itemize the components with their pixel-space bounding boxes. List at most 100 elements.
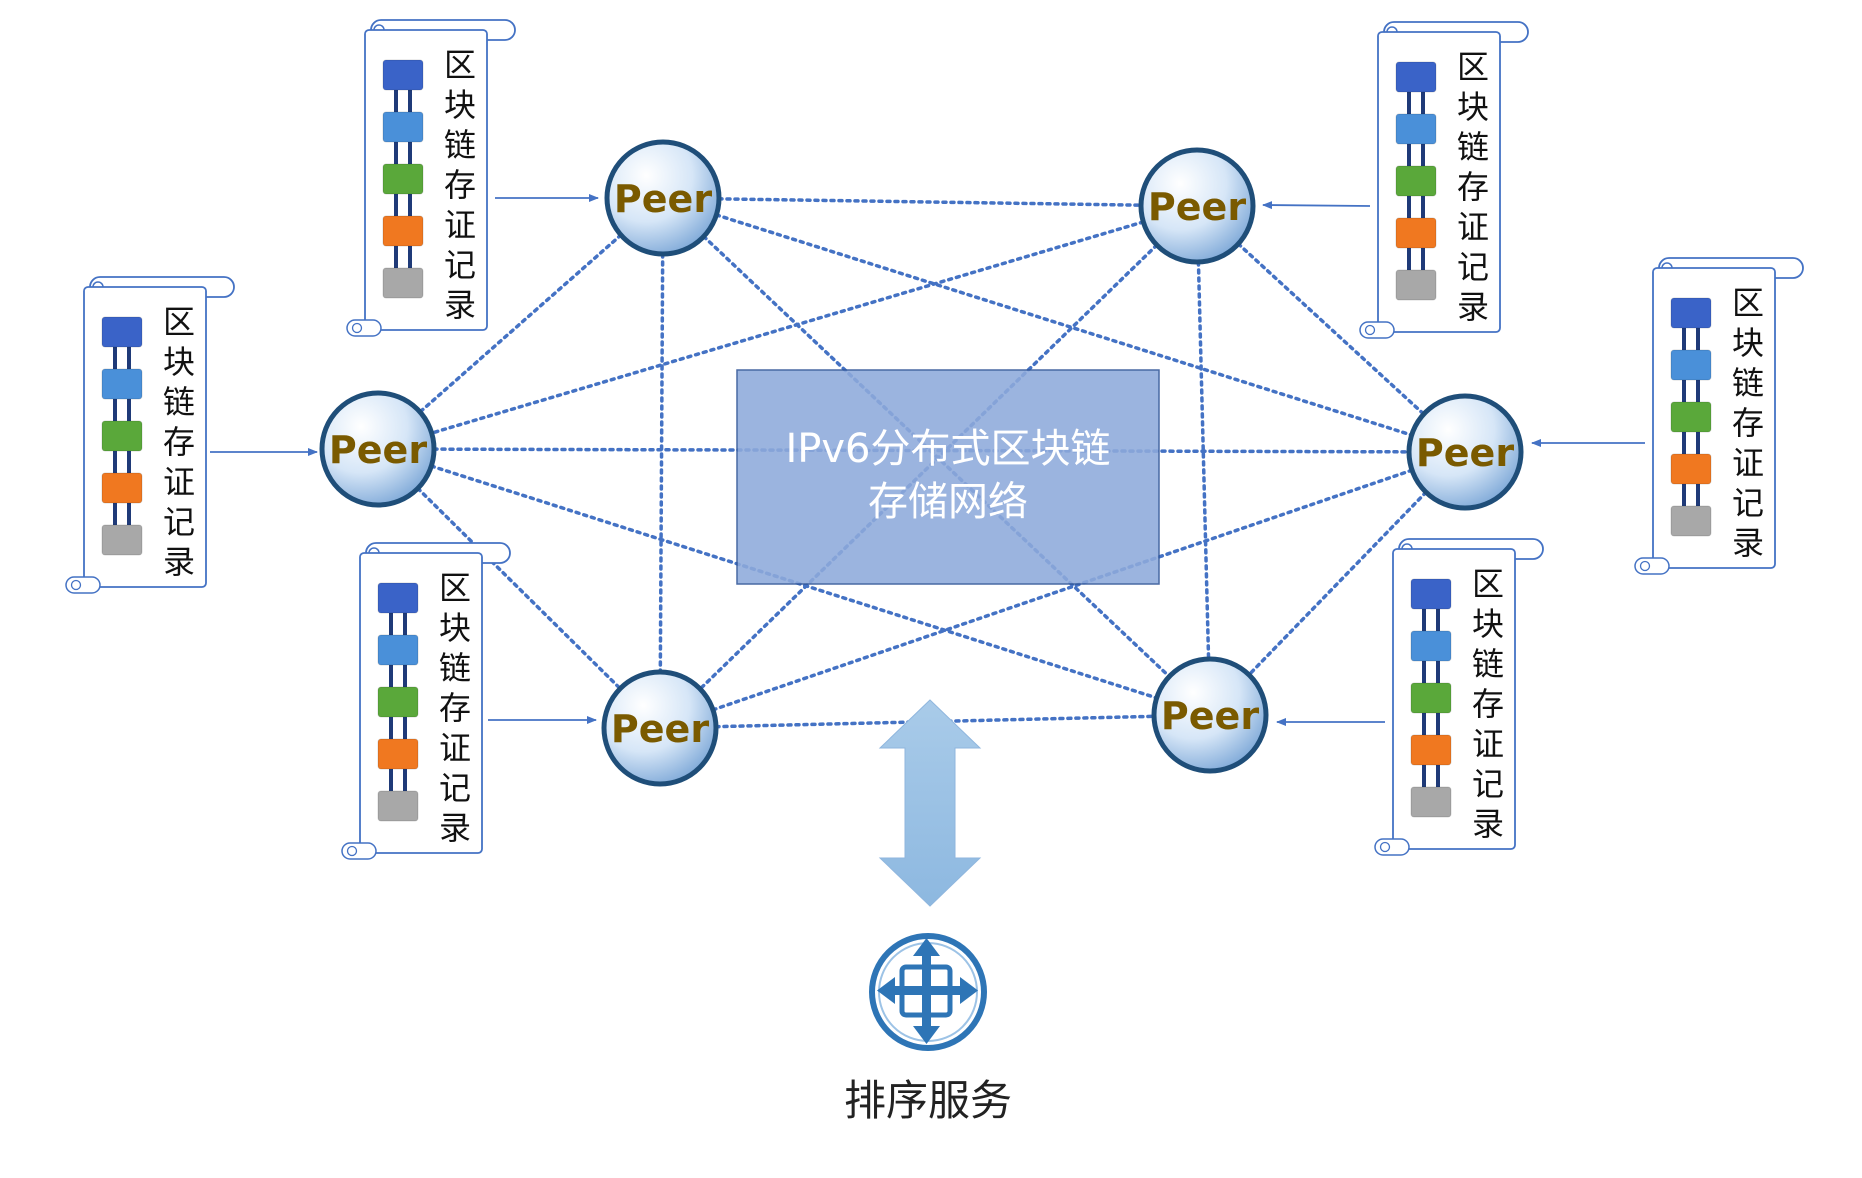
ordering-service-label: 排序服务 <box>844 1076 1012 1125</box>
peer-node-mid-left: Peer <box>319 390 437 508</box>
chain-block <box>382 163 424 195</box>
mesh-link-top-right-mid-right <box>1195 204 1467 454</box>
mesh-link-top-left-bottom-left <box>658 196 665 730</box>
scroll-char: 块 <box>1472 605 1504 643</box>
chain-block <box>1670 401 1712 433</box>
peer-label: Peer <box>1148 185 1246 229</box>
scroll-char: 块 <box>439 609 471 647</box>
chain-block <box>1410 630 1452 662</box>
scroll-char: 区 <box>1472 565 1504 603</box>
scroll-char: 录 <box>439 809 471 847</box>
center-box-line2: 存储网络 <box>868 479 1028 525</box>
scroll-char: 存 <box>444 166 476 204</box>
chain-block <box>1410 734 1452 766</box>
scroll-char: 记 <box>439 769 471 807</box>
scroll-char: 记 <box>1732 484 1764 522</box>
peer-circle <box>1406 393 1524 511</box>
scroll-char: 存 <box>1457 168 1489 206</box>
scroll-char: 录 <box>1457 288 1489 326</box>
scroll-char: 记 <box>444 246 476 284</box>
scroll-curl <box>70 579 82 591</box>
scroll-char: 块 <box>1732 324 1764 362</box>
scroll-curl <box>1639 560 1651 572</box>
scroll-char: 链 <box>163 383 195 421</box>
scroll-char: 记 <box>163 503 195 541</box>
peer-node-top-left: Peer <box>604 139 722 257</box>
mesh-link-top-left-mid-left <box>376 196 665 451</box>
scroll-char: 区 <box>1457 48 1489 86</box>
chain-block <box>1395 217 1437 249</box>
mesh-link-top-right-mid-left <box>376 204 1199 451</box>
peer-circle <box>604 139 722 257</box>
scroll-char: 证 <box>439 729 471 767</box>
scroll-char: 存 <box>163 423 195 461</box>
scroll-char: 区 <box>163 303 195 341</box>
mesh-link-mid-right-bottom-right <box>1208 450 1467 717</box>
scroll-curl <box>346 845 358 857</box>
scroll-char: 链 <box>439 649 471 687</box>
scroll-char: 记 <box>1472 765 1504 803</box>
chain-block <box>101 316 143 348</box>
mesh-link-top-left-top-right <box>661 196 1199 208</box>
peer-circle <box>601 669 719 787</box>
scroll-curl <box>1364 324 1376 336</box>
chain-block <box>377 634 419 666</box>
scroll-char: 块 <box>163 343 195 381</box>
peer-node-mid-right: Peer <box>1406 393 1524 511</box>
chain-block <box>1670 297 1712 329</box>
peer-node-bottom-right: Peer <box>1151 656 1269 774</box>
chain-block <box>377 582 419 614</box>
scroll-to-peer-arrows <box>210 194 1645 726</box>
scroll-char: 录 <box>1472 805 1504 843</box>
chain-block <box>382 111 424 143</box>
chain-block <box>101 524 143 556</box>
mesh-link-mid-right-bottom-left <box>658 450 1467 730</box>
peer-circle <box>319 390 437 508</box>
scroll-char: 存 <box>1732 404 1764 442</box>
scroll-char: 录 <box>163 543 195 581</box>
scroll-char: 证 <box>444 206 476 244</box>
scroll-char: 链 <box>1472 645 1504 683</box>
feed-arrow-top-right <box>1262 201 1371 210</box>
mesh-link-top-right-bottom-right <box>1195 204 1212 717</box>
center-network-box: IPv6分布式区块链 存储网络 <box>736 369 1160 585</box>
peer-circle <box>1151 656 1269 774</box>
scroll-char: 链 <box>444 126 476 164</box>
peer-label: Peer <box>1416 431 1514 475</box>
chain-block <box>377 686 419 718</box>
peer-circle <box>1138 147 1256 265</box>
peer-label: Peer <box>329 428 427 472</box>
ledger-records: 区块链存证记录区块链存证记录区块链存证记录区块链存证记录区块链存证记录区块链存证… <box>65 19 1804 860</box>
scroll-char: 录 <box>444 286 476 324</box>
scroll-char: 区 <box>439 569 471 607</box>
peer-label: Peer <box>611 707 709 751</box>
chain-block <box>1670 453 1712 485</box>
scroll-char: 证 <box>1472 725 1504 763</box>
chain-block <box>377 790 419 822</box>
chain-block <box>1395 165 1437 197</box>
chain-block <box>1395 61 1437 93</box>
chain-block <box>382 267 424 299</box>
chain-block <box>1670 349 1712 381</box>
mesh-link-mid-left-bottom-left <box>376 447 662 730</box>
scroll-char: 记 <box>1457 248 1489 286</box>
mesh-link-top-left-mid-right <box>661 196 1467 454</box>
chain-block <box>1670 505 1712 537</box>
chain-block <box>1395 113 1437 145</box>
scroll-char: 证 <box>1457 208 1489 246</box>
chain-block <box>101 472 143 504</box>
double-arrow <box>878 699 982 907</box>
scroll-curl <box>1379 841 1391 853</box>
chain-block <box>101 368 143 400</box>
ordering-service-icon <box>869 933 987 1051</box>
scroll-char: 链 <box>1732 364 1764 402</box>
